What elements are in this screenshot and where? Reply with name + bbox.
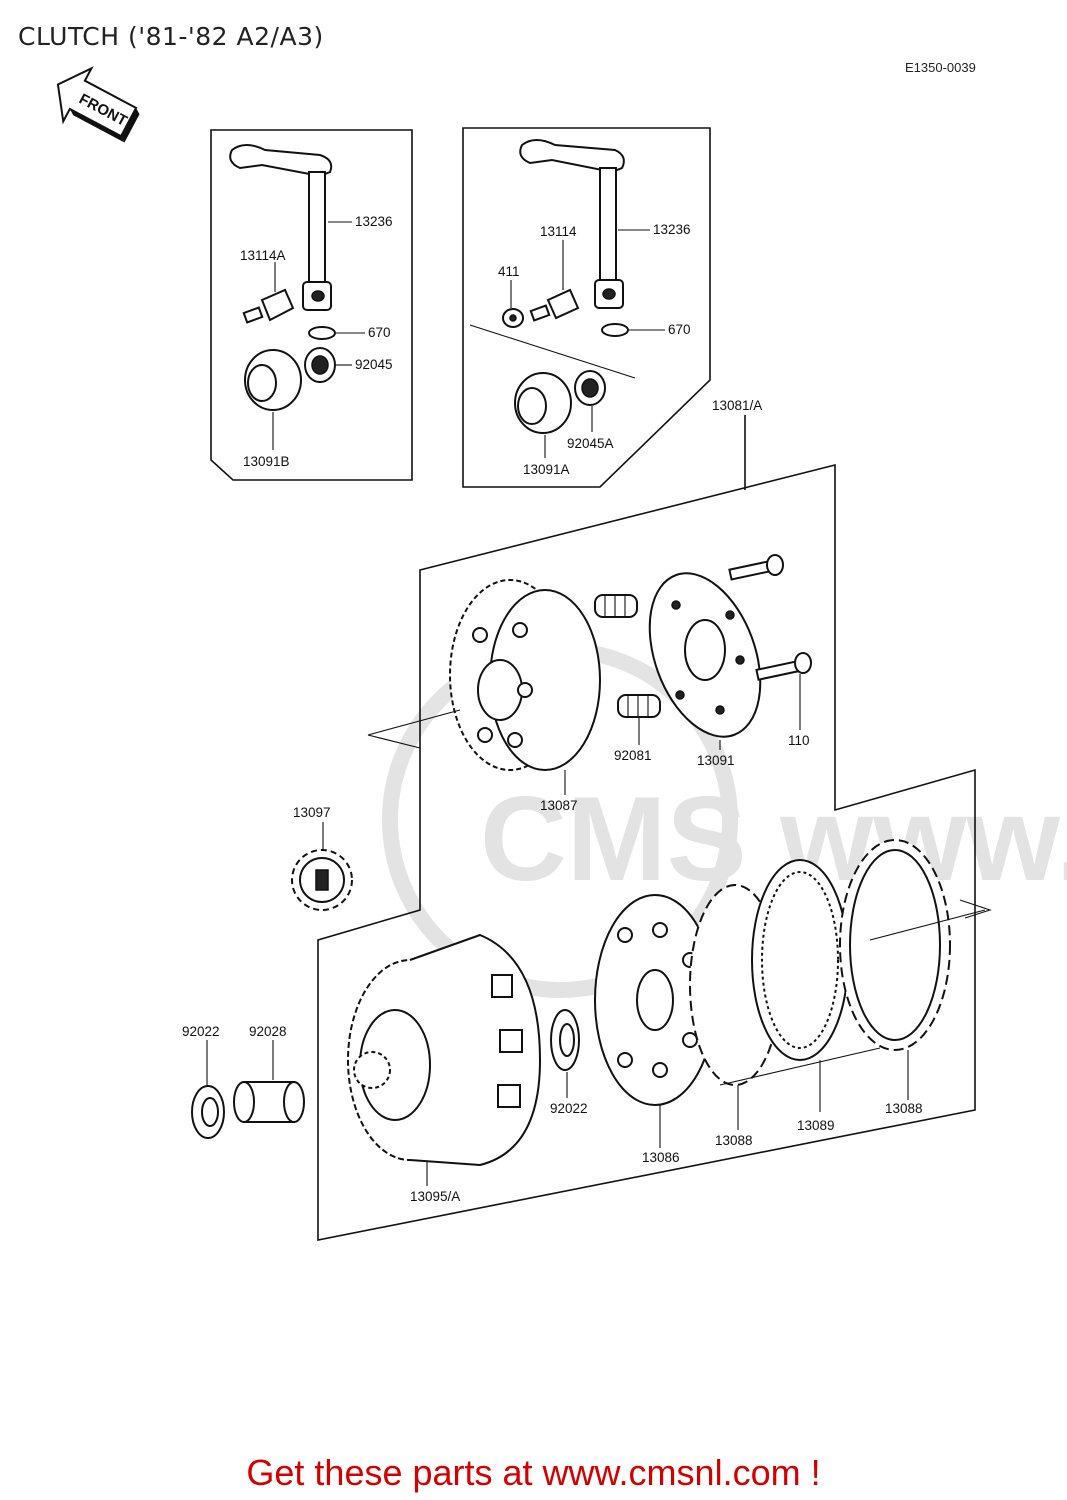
label-92045: 92045 [355, 357, 393, 372]
label-92022-left: 92022 [182, 1024, 220, 1039]
friction-plate-13088-right [839, 839, 951, 1051]
label-92081: 92081 [614, 748, 652, 763]
pushrod-13114 [529, 288, 580, 322]
label-13087: 13087 [540, 798, 578, 813]
label-13114A: 13114A [240, 248, 286, 263]
bearing-92045 [304, 347, 336, 383]
label-670-right: 670 [668, 322, 691, 337]
clutch-hub-13087 [449, 579, 601, 771]
label-411: 411 [498, 264, 520, 279]
label-13097: 13097 [293, 805, 331, 820]
label-670-left: 670 [368, 325, 391, 340]
bolt-110-top [728, 554, 784, 581]
o-ring-670-left [308, 326, 336, 340]
label-13091A: 13091A [523, 462, 570, 477]
collar-92028 [233, 1081, 305, 1123]
gear-13097 [291, 849, 353, 911]
parts-diagram: CMS www.cmsnl.com FRONT [56, 66, 1067, 1241]
front-arrow-icon: FRONT [56, 66, 140, 143]
label-13095A: 13095/A [410, 1189, 460, 1204]
label-13086: 13086 [642, 1150, 680, 1165]
part-labels: 13236 13114A 670 92045 13091B 13114 1323… [182, 214, 923, 1204]
label-13088-left: 13088 [715, 1133, 753, 1148]
washer-92022-mid [550, 1009, 580, 1071]
spring-92081-top [594, 594, 638, 618]
washer-411 [502, 308, 524, 328]
spring-92081-bottom [617, 694, 661, 718]
diagram-title: CLUTCH ('81-'82 A2/A3) [18, 22, 324, 51]
label-13091B: 13091B [243, 454, 290, 469]
cap-13091B [244, 349, 302, 411]
label-13089: 13089 [797, 1118, 835, 1133]
label-110: 110 [788, 733, 810, 748]
label-13236-left: 13236 [355, 214, 393, 229]
label-92045A: 92045A [567, 436, 614, 451]
label-13091: 13091 [697, 753, 735, 768]
steel-plate-13089 [751, 859, 849, 1061]
inset-box-right [462, 127, 711, 488]
release-lever-left [229, 144, 333, 311]
release-lever-right [519, 139, 625, 309]
label-13088-right: 13088 [885, 1101, 923, 1116]
footer-link[interactable]: Get these parts at www.cmsnl.com ! [246, 1452, 821, 1493]
diagram-code: E1350-0039 [905, 60, 976, 75]
label-92028: 92028 [249, 1024, 287, 1039]
bearing-92045A [574, 370, 606, 406]
bolt-110-bottom [755, 652, 812, 681]
label-92022-mid: 92022 [550, 1101, 588, 1116]
washer-92022-left [191, 1085, 225, 1139]
o-ring-670-right [601, 323, 629, 337]
inset-box-left [210, 129, 413, 481]
clutch-housing-13095A [347, 933, 542, 1167]
label-13114: 13114 [540, 224, 577, 239]
pushrod-13114A [242, 288, 295, 324]
pressure-plate-13091 [648, 572, 762, 738]
leader-lines [206, 221, 909, 1186]
label-13236-right: 13236 [653, 222, 691, 237]
main-group-outline [317, 415, 976, 1241]
cap-13091A [514, 372, 572, 434]
label-13081A: 13081/A [712, 398, 762, 413]
plate-13086 [594, 894, 716, 1106]
